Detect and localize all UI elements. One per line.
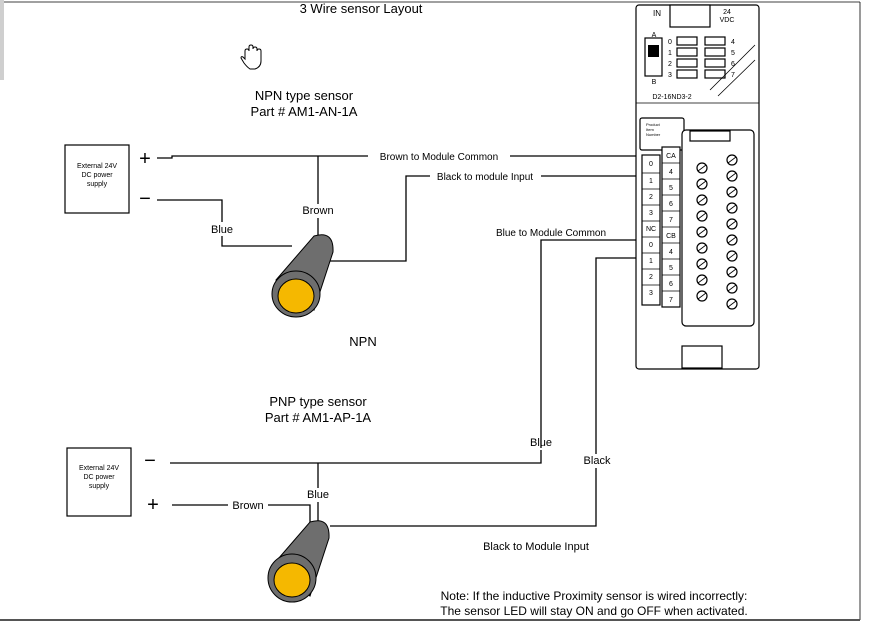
pnp-power-supply: External 24V DC power supply xyxy=(66,447,132,517)
term-right-4a: 4 xyxy=(669,169,673,176)
term-right-6b: 6 xyxy=(669,281,673,288)
pnp-part-number: Part # AM1-AP-1A xyxy=(265,410,372,425)
term-left-1b: 1 xyxy=(649,258,653,265)
terminal-screws-right xyxy=(726,154,738,310)
term-left-3a: 3 xyxy=(649,210,653,217)
led-num-right-7: 7 xyxy=(731,72,735,79)
term-left-0a: 0 xyxy=(649,161,653,168)
terminal-block xyxy=(681,129,755,327)
led-num-left-0: 0 xyxy=(668,39,672,46)
term-left-nc: NC xyxy=(646,226,656,233)
npn-blue-label: Blue xyxy=(211,224,233,236)
terminal-top-latch xyxy=(689,130,731,142)
pnp-heading: PNP type sensor xyxy=(269,394,367,409)
led-num-left-2: 2 xyxy=(668,61,672,68)
left-edge-mark xyxy=(0,0,4,80)
label-plate-line-3: Number xyxy=(646,132,661,137)
label-plate-line-1: Product xyxy=(646,122,661,127)
label-pnp-black-to-input: Black to Module Input xyxy=(483,541,589,553)
npn-supply-label-3: supply xyxy=(87,181,108,188)
led-num-right-5: 5 xyxy=(731,50,735,57)
module-status-leds xyxy=(676,36,726,79)
label-blue-to-common: Blue to Module Common xyxy=(496,228,606,239)
led-num-left-1: 1 xyxy=(668,50,672,57)
npn-caption: NPN xyxy=(349,334,376,349)
pnp-blue-label: Blue xyxy=(307,489,329,501)
pnp-proximity-sensor xyxy=(267,520,330,603)
term-right-7b: 7 xyxy=(669,297,673,304)
module-vdc-bottom: VDC xyxy=(720,17,735,24)
npn-supply-label-1: External 24V xyxy=(77,163,117,170)
module-in-label: IN xyxy=(653,9,661,18)
pnp-black-wire xyxy=(330,468,597,527)
terminal-screws-left xyxy=(696,162,708,302)
npn-proximity-sensor xyxy=(271,234,334,318)
term-left-2a: 2 xyxy=(649,194,653,201)
term-right-4b: 4 xyxy=(669,249,673,256)
npn-part-number: Part # AM1-AN-1A xyxy=(251,104,358,119)
label-plate-line-2: Item xyxy=(646,127,654,132)
npn-brown-label: Brown xyxy=(302,205,333,217)
pnp-supply-label-1: External 24V xyxy=(79,465,119,472)
module-vdc-top: 24 xyxy=(723,9,731,16)
label-black-to-input: Black to module Input xyxy=(437,172,533,183)
pnp-supply-label-3: supply xyxy=(89,483,110,490)
terminal-right-strip xyxy=(661,146,681,308)
led-num-right-6: 6 xyxy=(731,61,735,68)
term-left-3b: 3 xyxy=(649,290,653,297)
pnp-blue-label-top: Blue xyxy=(530,437,552,449)
term-right-cb: CB xyxy=(666,233,676,240)
npn-brown-wire-left xyxy=(157,155,368,159)
module-bevel-lines xyxy=(709,44,756,97)
npn-supply-label-2: DC power xyxy=(81,172,113,179)
led-num-left-3: 3 xyxy=(668,72,672,79)
pnp-minus-terminal: − xyxy=(144,450,156,472)
diagram-title: 3 Wire sensor Layout xyxy=(300,1,423,16)
term-right-6a: 6 xyxy=(669,201,673,208)
pnp-black-label: Black xyxy=(584,455,611,467)
module-switch-a: A xyxy=(652,32,657,39)
pnp-blue-trunk xyxy=(540,239,676,448)
module-bottom-slot xyxy=(681,345,723,369)
term-right-7a: 7 xyxy=(669,217,673,224)
npn-black-wire-a xyxy=(330,175,430,262)
terminal-left-strip xyxy=(641,154,661,306)
pnp-brown-label: Brown xyxy=(232,500,263,512)
npn-minus-terminal: − xyxy=(139,188,151,210)
hand-cursor-icon xyxy=(240,44,262,70)
pnp-blue-wire xyxy=(170,450,542,464)
module-switch-b: B xyxy=(652,79,657,86)
module-model: D2-16ND3-2 xyxy=(652,94,691,101)
npn-power-supply: External 24V DC power supply xyxy=(64,144,130,214)
pnp-supply-label-2: DC power xyxy=(83,474,115,481)
input-module: IN 24 VDC A B 0 1 2 3 4 5 6 7 D2-16ND3-2… xyxy=(635,4,760,370)
term-right-5b: 5 xyxy=(669,265,673,272)
term-left-2b: 2 xyxy=(649,274,653,281)
pnp-plus-terminal: + xyxy=(147,494,159,516)
label-brown-to-common: Brown to Module Common xyxy=(380,152,498,163)
note-line-2: The sensor LED will stay ON and go OFF w… xyxy=(440,604,747,618)
term-left-1a: 1 xyxy=(649,178,653,185)
npn-blue-wire-a xyxy=(157,199,223,222)
note-line-1: Note: If the inductive Proximity sensor … xyxy=(441,589,748,603)
term-left-0b: 0 xyxy=(649,242,653,249)
pnp-brown-wire-b xyxy=(268,504,311,525)
term-right-ca: CA xyxy=(666,153,676,160)
led-num-right-4: 4 xyxy=(731,39,735,46)
module-top-tab xyxy=(669,4,711,28)
module-switch-knob xyxy=(648,45,659,57)
term-right-5a: 5 xyxy=(669,185,673,192)
npn-blue-wire-b xyxy=(221,236,292,247)
npn-heading: NPN type sensor xyxy=(255,88,354,103)
npn-plus-terminal: + xyxy=(139,148,151,170)
